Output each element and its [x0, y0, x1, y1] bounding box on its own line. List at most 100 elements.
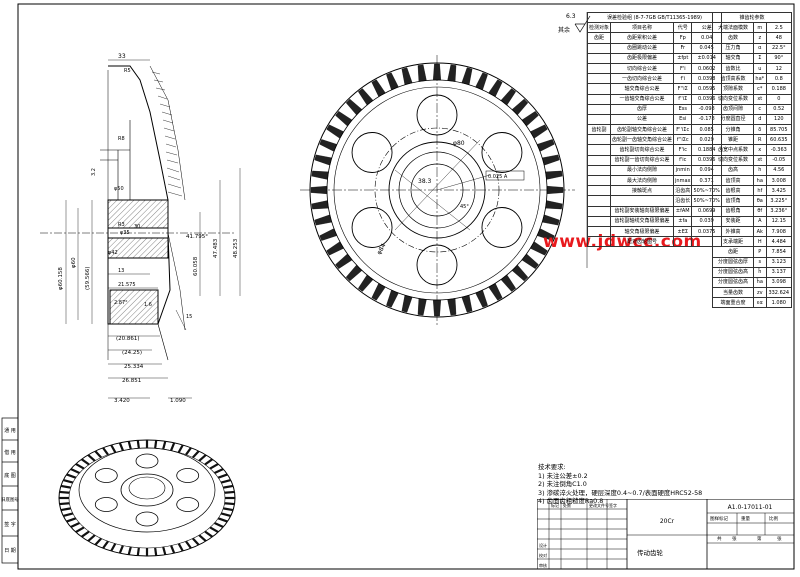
iso-tooth — [102, 540, 109, 549]
gear-tooth — [546, 185, 564, 195]
table-cell: θa — [753, 195, 767, 207]
iso-tooth — [80, 458, 90, 466]
svg-text:校对: 校对 — [539, 552, 547, 558]
dim-text: φ35 — [120, 230, 130, 236]
tech-item: 3) 渗碳淬火处理，硬层深度0.4~0.7/表面硬度HRC52-58 — [538, 488, 703, 497]
iso-tooth — [60, 507, 71, 512]
iso-tooth — [192, 450, 200, 459]
table-cell: f''iΣc — [673, 134, 693, 146]
table-cell: 0.8 — [765, 73, 793, 85]
iso-hole — [176, 468, 200, 483]
gear-tooth — [358, 88, 374, 106]
tech-item: 4) 齿面齿粗糙度Ra0.8 — [538, 497, 604, 506]
svg-text:签字: 签字 — [609, 502, 617, 508]
iso-tooth — [102, 447, 109, 456]
lightening-hole — [351, 132, 393, 173]
lightening-hole — [481, 207, 523, 248]
table-cell: xt — [753, 154, 767, 166]
iso-tooth — [70, 468, 80, 474]
dim-text: φ84 — [376, 242, 388, 256]
table-cell: 3.098 — [765, 276, 793, 289]
table-cell: 公差 — [610, 113, 675, 126]
table-cell — [586, 225, 612, 238]
table-cell: 齿轮副安装轴向极限偏差 — [610, 205, 675, 217]
table-cell: 3.236° — [765, 205, 793, 217]
iso-tooth — [127, 546, 132, 556]
table-cell: 齿距累积公差 — [610, 32, 675, 44]
table-cell: 接触斑点 — [610, 185, 675, 197]
table-cell — [586, 205, 612, 217]
table-cell — [586, 215, 612, 227]
table-cell: 齿轮副轴交角综合公差 — [610, 124, 675, 136]
dim-text: φ50 — [114, 186, 124, 192]
strip-label: 日 期 — [4, 548, 16, 554]
table-cell: 齿顶角 — [712, 195, 754, 207]
table-cell: 齿根高 — [712, 185, 754, 197]
gear-tooth — [314, 154, 332, 166]
iso-tooth — [177, 444, 184, 453]
gear-tooth — [461, 67, 473, 85]
dim-text: 48.253 — [233, 238, 239, 258]
table-cell: 齿轮副轴线交角极限偏差 — [610, 215, 675, 227]
iso-hole — [94, 497, 118, 512]
table-cell: -0.363 — [765, 144, 793, 156]
iso-tooth — [214, 468, 224, 474]
gear-tooth — [401, 295, 413, 313]
table-cell: 分锥角 — [712, 124, 754, 136]
table-cell: Ak — [753, 225, 767, 238]
table-cell: 齿厚 — [610, 103, 675, 115]
title-block: 标记 处数 更改文件号 签字 设计 校对 审核 20Cr 传动齿轮 A1.0-1… — [537, 499, 794, 569]
table-cell: Σ — [753, 52, 767, 64]
dim-text: 13 — [118, 268, 124, 274]
table-cell: 轴交角极限偏差 — [610, 225, 675, 238]
table-cell — [586, 164, 612, 177]
table-cell: F''iΣc — [673, 124, 693, 136]
gear-tooth — [432, 299, 442, 317]
iso-tooth — [75, 526, 85, 534]
drawing-number: A1.0-17011-01 — [728, 504, 773, 511]
iso-tooth — [223, 507, 234, 512]
table-cell: α — [753, 42, 767, 54]
isometric-view — [58, 439, 236, 557]
table-cell: 端面重合度 — [712, 297, 754, 309]
table-cell: 2.5 — [765, 22, 793, 34]
table-cell: 齿轮副一齿切向综合公差 — [610, 154, 675, 166]
iso-tooth — [66, 517, 77, 523]
table-cell: A — [753, 215, 767, 227]
dim-text: 38.3 — [418, 178, 432, 185]
left-strip: 通 用 借 用 底 图 旧底图号 签 字 日 期 — [1, 417, 19, 564]
table-cell: 分度圆弦齿高 — [712, 266, 754, 278]
table-cell — [586, 236, 612, 248]
gear-tooth — [335, 111, 353, 127]
table-cell: 3.137 — [765, 266, 793, 278]
table-cell: ±fAM — [673, 205, 693, 217]
table-cell: 齿宽中点系数 — [712, 144, 754, 156]
tech-item: 2) 未注倒角C1.0 — [538, 480, 587, 489]
table-cell: F'ic — [673, 144, 693, 156]
dim-text: 15 — [186, 314, 192, 320]
dim-text: R5 — [124, 68, 131, 74]
gear-tooth — [511, 264, 529, 282]
table-cell: R — [753, 134, 767, 146]
table-cell — [586, 83, 612, 95]
material: 20Cr — [660, 518, 675, 525]
dim-text: 0.025 A — [488, 174, 508, 180]
strip-label: 借 用 — [4, 449, 16, 456]
table-cell: 最小法向侧隙 — [610, 164, 675, 177]
gear-tooth — [447, 64, 457, 82]
surface-finish-symbol: 6.3 其余 — [558, 13, 591, 34]
technical-requirements: 技术要求: 1) 未注公差±0.2 2) 未注倒角C1.0 3) 渗碳淬火处理，… — [538, 463, 702, 506]
iso-tooth — [110, 444, 117, 453]
table-cell: -0.05 — [765, 154, 793, 166]
table-cell: 最大法向侧隙 — [610, 174, 675, 187]
tolerance-table: 误差检验组 (8-7-7GB GB/T11365-1989) 检测对象 项目名称… — [586, 11, 722, 248]
table-cell: 0.52 — [765, 103, 793, 115]
strip-label: 签 字 — [4, 521, 16, 528]
